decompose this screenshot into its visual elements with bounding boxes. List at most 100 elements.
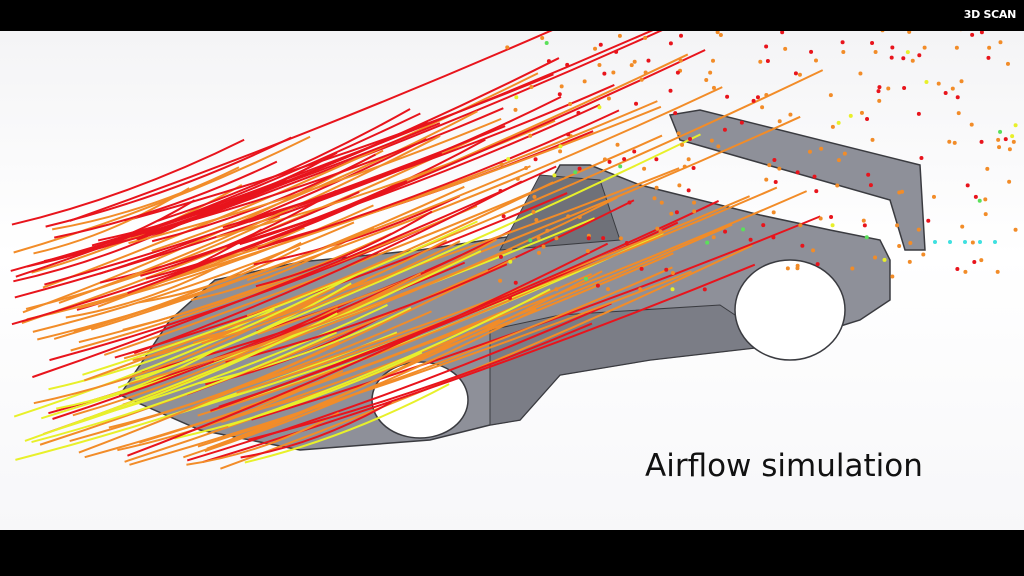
flow-particle [629,63,634,68]
flow-particle [842,151,847,156]
streamline [128,117,502,245]
logo: 3D SCAN [963,8,1017,21]
flow-particle [615,142,620,147]
streamline [117,369,344,452]
streamlines [10,31,1018,470]
streamline [124,73,554,222]
flow-particle [540,36,545,41]
flow-particle [1007,179,1012,184]
flow-particle [785,266,790,271]
streamline [54,160,278,239]
flow-particle [922,45,927,50]
flow-particle [890,45,895,50]
flow-particle [886,86,891,91]
streamline [58,134,441,304]
flow-particle [559,84,564,89]
flow-particle [751,98,756,103]
flow-particle [499,162,504,167]
flow-particle [642,166,647,171]
flow-particle [508,259,513,264]
flow-particle [716,144,721,149]
streamline [14,152,443,299]
streamline [244,383,450,464]
flow-particle [943,90,948,95]
streamline [11,138,245,226]
streamline [206,270,603,450]
streamline [133,180,523,355]
streamline [53,165,531,340]
streamline [174,351,423,440]
flow-particle [614,49,619,54]
flow-particle [513,280,518,285]
flow-particle [541,244,546,249]
streamline [192,239,448,344]
flow-particle [586,236,591,241]
flow-particle [664,267,669,272]
flow-particle [773,180,778,185]
flow-particle [970,32,975,37]
flow-particle [890,274,895,279]
flow-particle [954,45,959,50]
flow-particle [545,228,550,233]
streamline [44,125,506,286]
flow-particle [501,214,506,219]
flow-particle [748,237,753,242]
flow-particle [895,223,900,228]
flow-particle [708,70,713,75]
streamline [55,347,218,410]
flow-particle [715,31,720,35]
streamline [78,237,383,344]
flow-particle [533,157,538,162]
flow-particle [987,45,992,50]
flow-particle [639,266,644,271]
flow-particle [859,110,864,115]
flow-particle [917,53,922,58]
flow-particle [761,223,766,228]
flow-particle [606,96,611,101]
flow-particle [836,120,841,125]
flow-particle [955,95,960,100]
simulation-render [10,31,1018,470]
flow-particle [910,58,915,63]
flow-particle [996,137,1001,142]
flow-particle [611,70,616,75]
streamline [32,221,355,333]
flow-particle [632,149,637,154]
flow-particle [702,287,707,292]
flow-particle [711,235,716,240]
flow-particle [819,146,824,151]
streamline [129,270,692,466]
flow-particle [692,209,697,214]
flow-particle [870,41,875,46]
flow-particle [536,236,541,241]
flow-particle [602,71,607,76]
flow-particle [950,86,955,91]
flow-particle [800,243,805,248]
streamline [246,86,723,281]
streamline [202,263,756,463]
streamline [69,31,553,222]
streamline [135,282,352,380]
streamline [186,411,340,466]
streamline [257,109,620,250]
rear-wheel-arch [734,259,846,361]
flow-particle [686,188,691,193]
flow-particle [969,122,974,127]
flow-particle [1013,123,1018,128]
flow-particle [622,157,627,162]
flow-particle [529,84,534,89]
flow-particle [524,165,529,170]
flow-particle [607,159,612,164]
streamline [220,244,753,470]
flow-particle [829,214,834,219]
flow-particle [670,287,675,292]
flow-particle [507,295,512,300]
rear-wing [668,109,926,251]
streamline [15,112,421,278]
streamline [31,331,337,444]
flow-particle [889,55,894,60]
caption: Airflow simulation [645,448,923,484]
flow-particle [515,176,520,181]
flow-particle [818,216,823,221]
streamline [201,240,461,345]
